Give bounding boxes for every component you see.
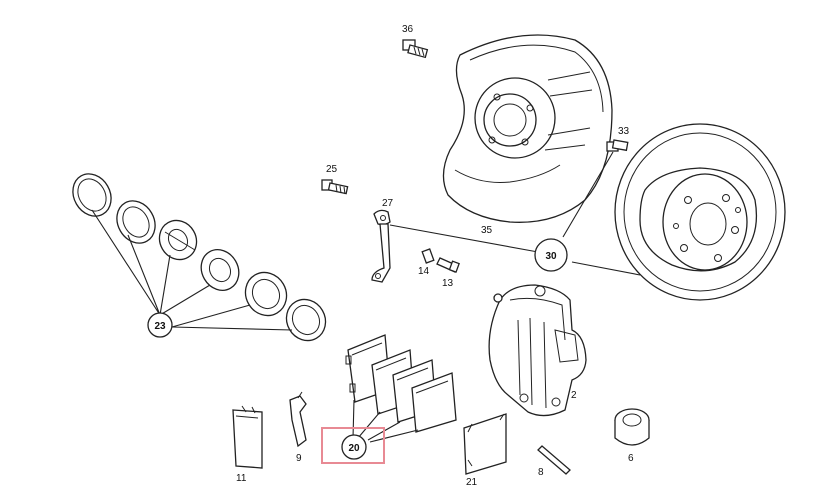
part-label-36: 36 — [402, 24, 414, 35]
bleeder-valves — [421, 248, 460, 273]
brake-pads — [345, 334, 457, 433]
part-label-27: 27 — [382, 198, 394, 209]
callout-23-label: 23 — [154, 321, 166, 332]
part-label-33: 33 — [618, 126, 630, 137]
brake-caliper — [488, 284, 587, 417]
callout-23: 23 — [147, 312, 173, 338]
part-8-pin — [537, 445, 571, 475]
callout-30-label: 30 — [545, 251, 557, 262]
part-label-11: 11 — [236, 473, 247, 484]
part-label-9: 9 — [296, 453, 302, 464]
part-11-sensor-plate — [232, 405, 263, 469]
spring-clip-27 — [371, 209, 391, 283]
part-label-6: 6 — [628, 453, 634, 464]
callout-30: 30 — [534, 238, 568, 272]
part-label-21: 21 — [466, 477, 478, 488]
part-label-13: 13 — [442, 278, 454, 289]
part-label-25: 25 — [326, 164, 338, 175]
part-label-35: 35 — [481, 225, 493, 236]
bolt-25 — [321, 179, 349, 195]
dust-shield — [442, 34, 613, 223]
callout-20-label: 20 — [348, 443, 360, 454]
part-label-14: 14 — [418, 266, 430, 277]
bolt-36 — [402, 39, 429, 59]
bolt-33 — [606, 139, 629, 152]
part-9-retaining-spring — [289, 391, 307, 448]
part-label-8: 8 — [538, 467, 544, 478]
callout-20: 20 — [321, 427, 385, 464]
highlight-box — [321, 427, 385, 464]
seal-kit-rings — [72, 173, 327, 342]
part-21-anti-squeal-shim — [463, 413, 507, 475]
part-6-piston — [614, 408, 650, 446]
part-label-2: 2 — [571, 390, 577, 401]
leader-lines — [91, 151, 641, 443]
brake-disc — [614, 123, 786, 301]
